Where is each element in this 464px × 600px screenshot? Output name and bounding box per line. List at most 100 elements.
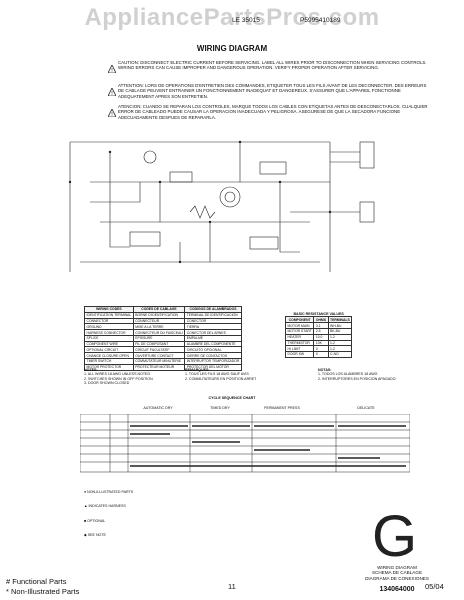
bottom-note: ● NON-ILLUSTRATED PARTS: [84, 490, 134, 494]
svg-text:!: !: [111, 112, 113, 117]
warning-english: CAUTION: DISCONNECT ELECTRIC CURRENT BEF…: [118, 60, 427, 71]
note-line: 1. ALL WIRES 18 AWG UNLESS NOTED: [84, 372, 151, 377]
cycle-sequence-chart: [80, 414, 410, 473]
warning-icon: !: [107, 83, 117, 101]
functional-parts-note: # Functional Parts: [6, 577, 67, 586]
bottom-notes: ● NON-ILLUSTRATED PARTS ▲ INDICATES HARN…: [84, 490, 133, 538]
bottom-note: ◆ SEE NOTE: [84, 533, 106, 538]
cycle-column-label: TIMED DRY: [210, 406, 230, 410]
wiring-schematic: [68, 140, 375, 272]
note-line: 3. DOOR SHOWN CLOSED: [84, 381, 130, 386]
resistance-table-title: BASIC RESISTANCE VALUES: [293, 312, 344, 316]
legend-cell: CONNECTEUR DU FAISCEAU: [132, 329, 186, 336]
note-line: NOTAS:: [318, 368, 332, 372]
legend-cell: TERMINAL DE IDENTIFICACION: [184, 311, 242, 319]
diagram-part-number: 134064000: [379, 586, 415, 593]
legend-cell: EMPALME: [184, 334, 242, 342]
cycle-column-label: AUTOMATIC DRY: [143, 406, 173, 410]
watermark: AppliancePartsPros.com: [84, 4, 380, 31]
note-line: 2. COMMUTATEURS EN POSITION ARRET: [185, 376, 257, 381]
bottom-note: ■ OPTIONAL: [84, 518, 106, 523]
legend-header: CODES DE CABLAGE: [132, 306, 186, 313]
publication-number: P5995410189: [300, 17, 341, 24]
legend-cell: MISE A LA TERRE: [132, 323, 186, 331]
warning-icon: !: [107, 104, 117, 122]
warning-spanish: ATENCION: CUANDO SE REPARAN LOS CONTROLE…: [118, 104, 428, 120]
note-line: REMARQUES:: [185, 368, 210, 372]
legend-cell: CIRCUIT FACULTATIF: [132, 346, 186, 354]
cycle-chart-title: CYCLE SEQUENCE CHART: [208, 396, 256, 400]
page-number: 11: [228, 582, 236, 591]
legend-cell: CONECTOR: [184, 317, 242, 325]
resistance-table: BASIC RESISTANCE VALUES COMPONENT OHMS T…: [284, 312, 353, 358]
resistance-cell: 1-2: [327, 345, 353, 353]
resistance-cell: 10.0: [313, 333, 329, 341]
resistance-cell: 10K: [313, 339, 329, 347]
resistance-header: TERMINALS: [327, 316, 353, 324]
diagram-title-line: DIAGRAMA DE CONEXIONES: [365, 575, 429, 581]
warning-icon: !: [107, 60, 117, 78]
resistance-cell: 1-2: [327, 333, 353, 341]
legend-cell: CONNECTEUR: [132, 317, 186, 325]
notes-english: NOTES: 1. ALL WIRES 18 AWG UNLESS NOTED …: [84, 368, 153, 386]
legend-cell: FIL DE COMPOSANT: [132, 340, 186, 348]
note-line: 1. TODOS LOS ALAMBRES 18 AWG: [318, 372, 378, 377]
page-title: WIRING DIAGRAM: [196, 44, 268, 53]
model-number: LE 35015: [232, 17, 260, 24]
legend-cell: EPISSURE: [132, 334, 186, 342]
resistance-cell: 3.1: [313, 322, 329, 329]
legend-cell: OUVERTURE CONTACT: [132, 352, 186, 360]
resistance-cell: DOOR SW: [284, 351, 315, 358]
cycle-column-label: DELICATE: [357, 406, 375, 410]
note-line: NOTES:: [84, 368, 98, 372]
legend-cell: CIRCUITO OPCIONAL: [184, 346, 242, 354]
legend-cell: CIERRE DE CONTACTOS: [184, 352, 242, 360]
legend-cell: PROTECTEUR MOTEUR: [132, 363, 186, 371]
svg-text:!: !: [111, 91, 113, 96]
legend-cell: TIERRA: [184, 323, 242, 331]
revision-date: 05/04: [425, 582, 444, 591]
notes-french: REMARQUES: 1. TOUS LES FILS 18 AWG SAUF …: [185, 368, 256, 381]
warning-french: ATTENTION: LORS DE OPERATIONS D'ENTRETIE…: [118, 83, 427, 99]
note-line: 2. INTERRUPTORES EN POSICION APAGADO: [318, 376, 396, 381]
legend-cell: PROTECTOR DEL MOTOR: [184, 363, 242, 371]
resistance-cell: 1-2: [327, 339, 353, 347]
diagram-title-line: WIRING DIAGRAM: [377, 565, 417, 570]
svg-text:!: !: [111, 68, 113, 73]
resistance-header: OHMS: [313, 316, 329, 324]
resistance-cell: WH-BU: [327, 322, 353, 329]
legend-header: CODIGOS DE ALAMBRADOS: [184, 306, 242, 313]
diagram-title-line: SCHEMA DE CABLAGE: [371, 570, 423, 576]
resistance-cell: 0: [313, 351, 329, 358]
note-line: 2. SWITCHES SHOWN IN OFF POSITION: [84, 376, 153, 381]
wiring-codes-legend: WIRING CODES CODES DE CABLAGE CODIGOS DE…: [84, 306, 242, 371]
legend-cell: BORNE D'IDENTIFICATION: [132, 311, 186, 319]
resistance-cell: BK-BU: [327, 327, 353, 335]
legend-cell: ALAMBRE DEL COMPONENTE: [184, 340, 242, 348]
non-illustrated-parts-note: * Non-Illustrated Parts: [6, 587, 80, 596]
note-line: 1. TOUS LES FILS 18 AWG SAUF AVIS: [185, 372, 249, 377]
legend-cell: COMMUTATEUR MINUTERIE: [132, 358, 186, 365]
notes-spanish: NOTAS: 1. TODOS LOS ALAMBRES 18 AWG 2. I…: [318, 368, 396, 381]
diagram-title-block: WIRING DIAGRAM SCHEMA DE CABLAGE DIAGRAM…: [352, 565, 442, 581]
resistance-cell: 2.5: [313, 327, 329, 335]
diagram-letter: G: [372, 504, 418, 569]
resistance-cell: 0: [313, 345, 329, 353]
legend-cell: CONECTOR DEL ARNES: [184, 329, 242, 336]
